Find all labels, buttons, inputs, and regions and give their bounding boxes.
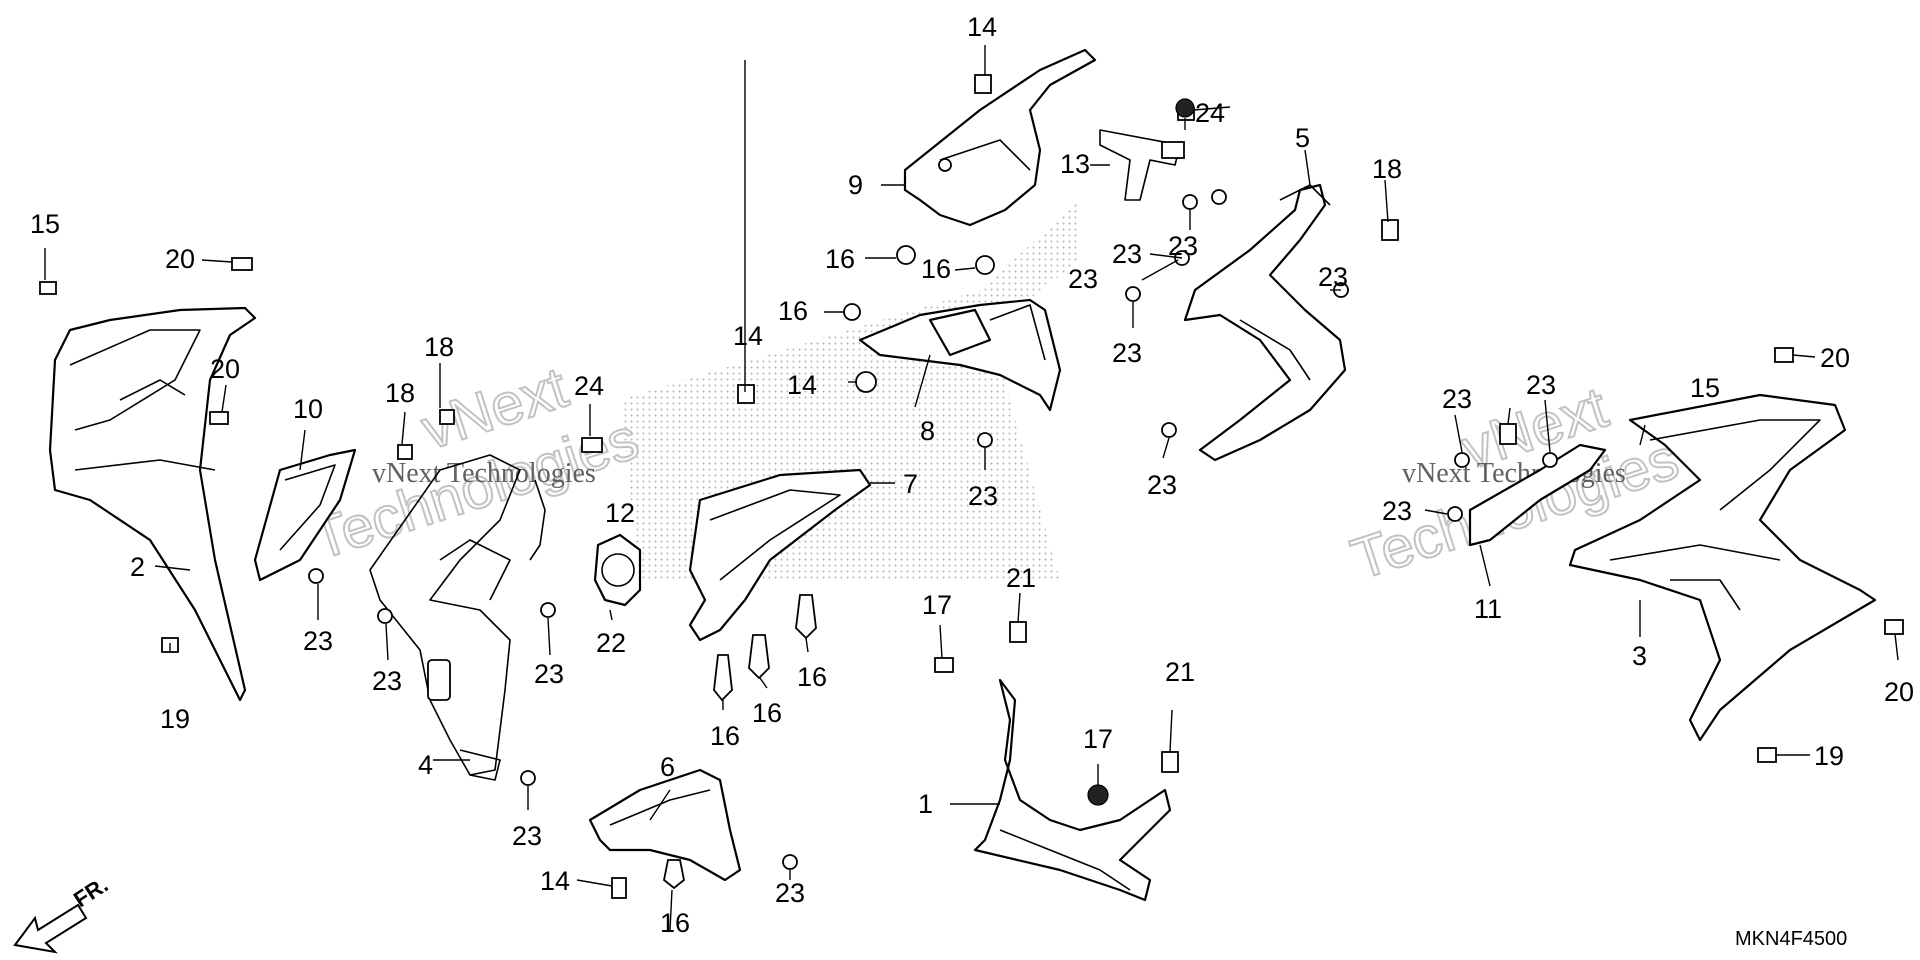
dotted-logo-background [620, 200, 1080, 580]
callout-20-left-top: 20 [165, 244, 195, 274]
callout-19-right: 19 [1814, 741, 1844, 771]
leader-lines [44, 45, 1899, 931]
callout-9: 9 [848, 170, 863, 200]
part-7-inner-panel [688, 468, 872, 642]
callout-11: 11 [1474, 594, 1502, 624]
callout-14-top: 14 [967, 12, 997, 42]
callout-20-left: 20 [210, 354, 240, 384]
callout-16-top-b: 16 [921, 254, 951, 284]
part-13-stay [1099, 129, 1185, 201]
callout-20-right: 20 [1884, 677, 1914, 707]
hardware-bolts [39, 98, 1904, 870]
callout-3: 3 [1632, 641, 1647, 671]
callout-16-b: 16 [752, 698, 782, 728]
callout-24-right: 24 [1195, 98, 1225, 128]
callout-17-a: 17 [922, 590, 952, 620]
callout-16-c: 16 [797, 662, 827, 692]
callout-19-left: 19 [160, 704, 190, 734]
callout-16-top-a: 16 [825, 244, 855, 274]
callout-14-bottom: 14 [540, 866, 570, 896]
callout-12: 12 [605, 498, 635, 528]
callout-23-e: 23 [775, 878, 805, 908]
part-14-grommets [611, 74, 992, 899]
callout-23-j: 23 [1112, 338, 1142, 368]
callout-23-k: 23 [1318, 262, 1348, 292]
callout-6: 6 [660, 752, 675, 782]
callout-16-a: 16 [710, 721, 740, 751]
callout-labels: 15 20 20 2 19 10 18 18 23 23 23 4 23 24 … [30, 12, 1914, 938]
callout-4: 4 [418, 750, 433, 780]
callout-1: 1 [918, 789, 933, 819]
watermark-line-left: vNext Technologies [372, 458, 596, 489]
callout-13: 13 [1060, 149, 1090, 179]
callout-24-left: 24 [574, 371, 604, 401]
part-10-panel [253, 448, 357, 582]
callout-23-l: 23 [1147, 470, 1177, 500]
callout-2: 2 [130, 552, 145, 582]
part-1-lower-cowl [973, 678, 1172, 902]
diagram-code: MKN4F4500 [1735, 928, 1847, 950]
part-9-top-bracket [903, 48, 1097, 227]
callout-18-left: 18 [424, 332, 454, 362]
callout-15-right: 15 [1690, 373, 1720, 403]
callout-20-right-top: 20 [1820, 343, 1850, 373]
part-22-component [593, 533, 642, 607]
callout-23-c: 23 [534, 659, 564, 689]
callout-17-b: 17 [1083, 724, 1113, 754]
part-6-panel [588, 768, 742, 882]
front-direction-arrow: FR. [13, 872, 112, 954]
callout-18-right: 18 [1372, 154, 1402, 184]
callout-23-m: 23 [1442, 384, 1472, 414]
callout-16-bottom: 16 [660, 908, 690, 938]
callout-23-a: 23 [303, 626, 333, 656]
callout-23-d: 23 [512, 821, 542, 851]
part-5-bracket [1183, 183, 1347, 462]
callout-23-g: 23 [1112, 239, 1142, 269]
callout-23-n: 23 [1382, 496, 1412, 526]
part-16-clips [663, 245, 995, 890]
callout-23-o: 23 [1526, 370, 1556, 400]
callout-14-center: 14 [787, 370, 817, 400]
part-2-left-cowl [48, 306, 257, 702]
callout-21-b: 21 [1165, 657, 1195, 687]
callout-22: 22 [596, 628, 626, 658]
callout-10: 10 [293, 394, 323, 424]
callout-23-b: 23 [372, 666, 402, 696]
callout-14-mid: 14 [733, 321, 763, 351]
callout-18-mid: 18 [385, 378, 415, 408]
callout-15-left: 15 [30, 209, 60, 239]
part-3-right-cowl [1568, 393, 1877, 742]
callout-8: 8 [920, 416, 935, 446]
callout-7: 7 [903, 469, 918, 499]
callout-23-f: 23 [968, 481, 998, 511]
callout-5: 5 [1295, 123, 1310, 153]
callout-16-top-c: 16 [778, 296, 808, 326]
callout-23-h: 23 [1168, 231, 1198, 261]
part-12-wire [529, 479, 546, 561]
callout-21-a: 21 [1006, 563, 1036, 593]
part-8-center-panel [858, 298, 1062, 412]
callout-23-i: 23 [1068, 264, 1098, 294]
part-4-bracket [369, 454, 521, 781]
